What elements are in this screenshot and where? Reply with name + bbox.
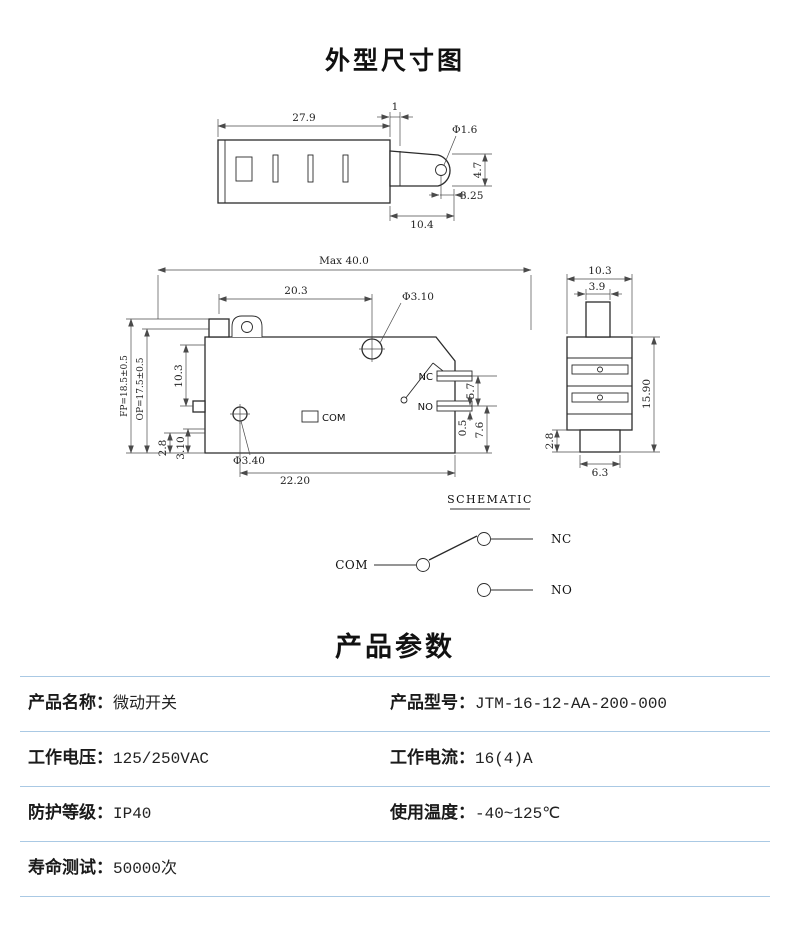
param-value: 125/250VAC	[113, 750, 210, 768]
schematic-title: SCHEMATIC	[447, 493, 533, 506]
param-label: 防护等级：	[28, 803, 113, 822]
dim-hole-span-label: 20.3	[284, 285, 307, 297]
param-label: 寿命测试：	[28, 858, 113, 877]
param-row-life-test: 寿命测试：50000次	[20, 841, 770, 897]
param-row-voltage-current: 工作电压：125/250VAC 工作电流：16(4)A	[20, 731, 770, 786]
side-view-dimension-lines	[126, 267, 532, 477]
param-cell: 工作电流：16(4)A	[390, 746, 762, 771]
param-cell: 产品型号：JTM-16-12-AA-200-000	[390, 691, 762, 716]
dim-operating-position-label: OP=17.5±0.5	[136, 357, 146, 420]
dim-base-width-label: 6.3	[592, 467, 609, 479]
dim-body-height-label: 15.90	[641, 379, 653, 409]
dimension-drawings: 27.9 1 Φ1.6 4.7 3.25 10.4	[120, 101, 660, 597]
param-value: 16(4)A	[475, 750, 533, 768]
param-cell: 使用温度：-40~125℃	[390, 801, 762, 826]
param-cell: 寿命测试：50000次	[28, 856, 390, 881]
end-view-drawing: 10.3 3.9 15.90 2.8 6.3	[544, 265, 660, 479]
param-row-name-model: 产品名称：微动开关 产品型号：JTM-16-12-AA-200-000	[20, 676, 770, 731]
end-view-outline	[566, 301, 633, 453]
schematic-nc-label: NC	[551, 532, 572, 546]
dimension-drawing-title: 外型尺寸图	[324, 47, 465, 75]
terminal-com-label: COM	[322, 413, 345, 424]
dim-base-span-label: 22.20	[280, 475, 310, 487]
schematic-com-label: COM	[335, 558, 368, 572]
dim-lever-height-label: 4.7	[472, 162, 484, 179]
dim-blade-thickness-label: 0.5	[457, 420, 469, 437]
param-cell: 工作电压：125/250VAC	[28, 746, 390, 771]
param-value: 50000次	[113, 860, 178, 878]
dim-max-width-label: Max 40.0	[319, 255, 369, 267]
param-label: 产品型号：	[390, 693, 475, 712]
top-view-drawing: 27.9 1 Φ1.6 4.7 3.25 10.4	[217, 101, 492, 231]
dim-top-hole-dia-label: Φ3.10	[402, 291, 434, 303]
parameters-title: 产品参数	[335, 632, 455, 662]
param-label: 工作电流：	[390, 748, 475, 767]
dim-lever-length-label: 10.4	[410, 219, 434, 231]
dim-bottom-offset2-label: 3.10	[175, 436, 187, 459]
side-view-outline	[192, 315, 473, 454]
param-label: 使用温度：	[390, 803, 475, 822]
terminal-nc-label: NC	[419, 372, 433, 383]
side-view-drawing: Max 40.0 20.3 Φ3.10 FP=18.5±0.5 OP=17.5±…	[120, 255, 532, 487]
dim-plunger-offset-label: 10.3	[173, 364, 185, 387]
dim-plunger-width-label: 3.9	[589, 281, 606, 293]
param-value: JTM-16-12-AA-200-000	[475, 695, 668, 713]
dim-base-height-label: 2.8	[544, 433, 556, 450]
param-label: 工作电压：	[28, 748, 113, 767]
dim-body-width-label: 27.9	[292, 112, 315, 124]
terminal-no-label: NO	[418, 402, 433, 413]
param-cell	[390, 856, 762, 881]
param-value: IP40	[113, 805, 152, 823]
dim-terminal-length-label: 7.6	[474, 421, 486, 438]
param-value: -40~125℃	[475, 805, 561, 823]
dim-hole-dia-label: Φ1.6	[452, 124, 478, 136]
param-cell: 产品名称：微动开关	[28, 691, 390, 716]
top-view-dimension-lines	[217, 112, 492, 221]
param-value: 微动开关	[113, 695, 178, 713]
top-view-outline	[217, 139, 451, 204]
schematic-no-label: NO	[551, 583, 572, 597]
schematic-diagram: SCHEMATIC COM NC NO	[335, 493, 572, 597]
dim-terminal-pitch-label: 5.7	[465, 383, 477, 400]
dim-step-label: 1	[392, 101, 399, 113]
dim-end-width-label: 10.3	[588, 265, 611, 277]
param-row-protection-temperature: 防护等级：IP40 使用温度：-40~125℃	[20, 786, 770, 841]
param-cell: 防护等级：IP40	[28, 801, 390, 826]
schematic-circuit	[374, 532, 533, 597]
dim-free-position-label: FP=18.5±0.5	[120, 355, 130, 417]
dim-bottom-offset1-label: 2.8	[157, 440, 169, 457]
end-view-dimension-lines	[552, 274, 660, 468]
parameter-table: 产品名称：微动开关 产品型号：JTM-16-12-AA-200-000 工作电压…	[20, 676, 770, 897]
param-label: 产品名称：	[28, 693, 113, 712]
dim-tip-offset-label: 3.25	[460, 190, 483, 202]
dim-bottom-hole-dia-label: Φ3.40	[233, 455, 265, 467]
